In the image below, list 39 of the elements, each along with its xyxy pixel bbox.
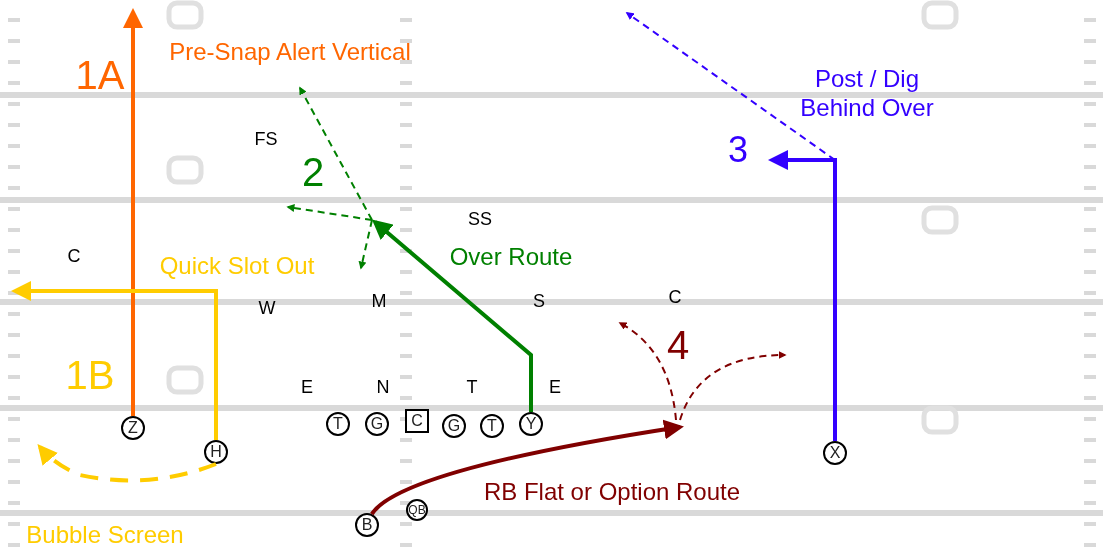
defender-label: N bbox=[376, 377, 390, 399]
player-circle: X bbox=[823, 441, 847, 465]
player-circle: T bbox=[480, 414, 504, 438]
defender-label: S bbox=[533, 291, 545, 313]
route-arrow bbox=[371, 219, 533, 412]
defender-label: C bbox=[67, 246, 81, 268]
player-circle: T bbox=[326, 412, 350, 436]
player-circle: G bbox=[442, 414, 466, 438]
route-number: 3 bbox=[728, 128, 748, 172]
route-label: Pre-Snap Alert Vertical bbox=[169, 37, 411, 67]
route-label: Bubble Screen bbox=[26, 520, 184, 550]
defender-label: FS bbox=[254, 129, 278, 151]
player-circle: QB bbox=[406, 499, 428, 521]
defender-label: E bbox=[549, 377, 561, 399]
defender-label: M bbox=[371, 291, 387, 313]
route-number: 1B bbox=[65, 352, 115, 399]
route-label: Quick Slot Out bbox=[159, 251, 315, 281]
defender-label: SS bbox=[468, 209, 492, 231]
route-number: 2 bbox=[301, 149, 325, 196]
route-label: Post / Dig Behind Over bbox=[799, 65, 935, 123]
route-arrow bbox=[123, 8, 143, 416]
route-arrow bbox=[768, 150, 837, 441]
route-number: 4 bbox=[666, 322, 690, 369]
player-circle: Z bbox=[121, 416, 145, 440]
route-arrow bbox=[370, 419, 684, 516]
option-route-arrow bbox=[37, 444, 217, 483]
route-label: Over Route bbox=[449, 242, 573, 272]
player-circle: Y bbox=[519, 412, 543, 436]
route-number: 1A bbox=[75, 52, 125, 99]
defender-label: T bbox=[466, 377, 478, 399]
route-arrow bbox=[11, 281, 218, 440]
defender-label: E bbox=[301, 377, 313, 399]
player-circle: H bbox=[204, 440, 228, 464]
player-circle: G bbox=[365, 412, 389, 436]
player-circle: B bbox=[355, 513, 379, 537]
defender-label: W bbox=[258, 298, 276, 320]
route-label: RB Flat or Option Route bbox=[483, 477, 741, 507]
defender-label: C bbox=[668, 287, 682, 309]
center-player-square: C bbox=[405, 409, 429, 433]
